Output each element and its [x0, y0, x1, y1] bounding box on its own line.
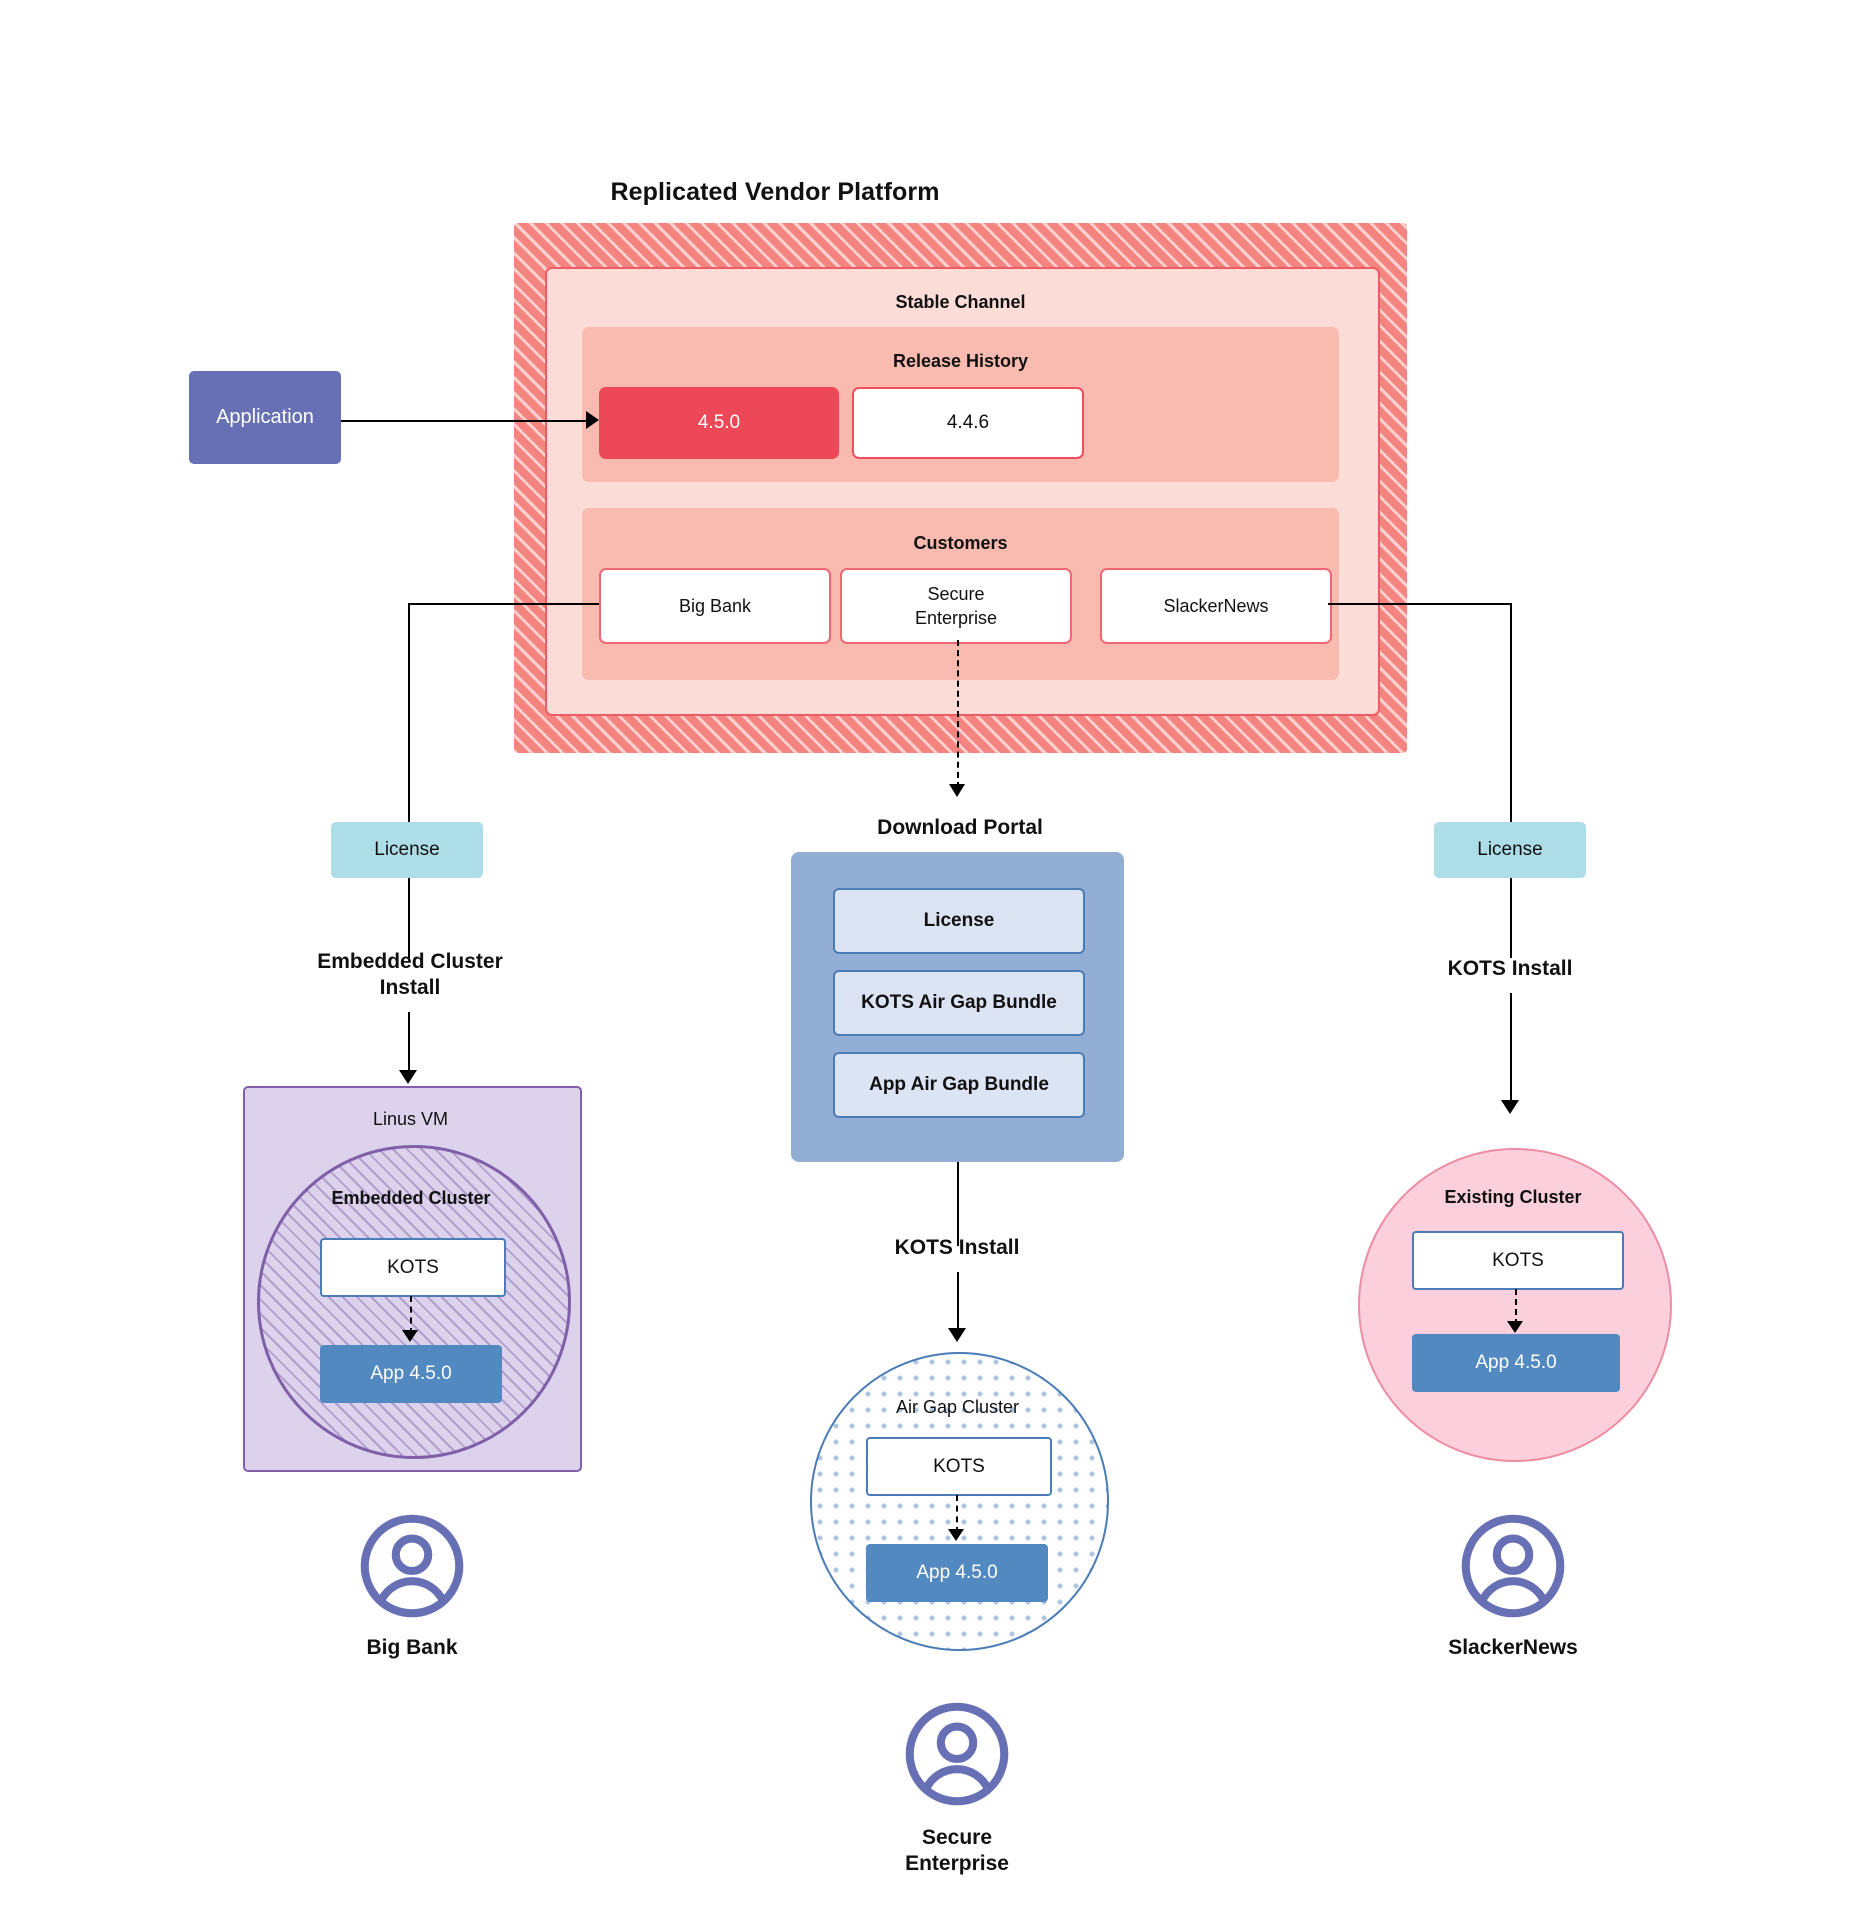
connector-secure-enterprise-dashed: [957, 640, 959, 788]
connector-bigbank-horizontal: [408, 603, 599, 605]
connector-right-install-down: [1510, 993, 1512, 1105]
customer-name-left: Big Bank: [366, 1635, 458, 1659]
customer-chip-slackernews[interactable]: SlackerNews: [1100, 568, 1332, 644]
customer-name-middle: Secure Enterprise: [905, 1825, 1009, 1875]
release-chip-current[interactable]: 4.5.0: [599, 387, 839, 459]
license-chip-right[interactable]: License: [1434, 822, 1586, 878]
customers-title: Customers: [913, 532, 1008, 553]
air-gap-cluster-title: Air Gap Cluster: [895, 1396, 1020, 1417]
existing-cluster-title: Existing Cluster: [1444, 1186, 1582, 1207]
connector-slackernews-vertical: [1510, 603, 1512, 822]
portal-item-license[interactable]: License: [833, 888, 1085, 954]
arrowhead-to-download-portal: [949, 784, 965, 797]
customer-chip-secure-enterprise[interactable]: Secure Enterprise: [840, 568, 1072, 644]
app-version-box-embedded[interactable]: App 4.5.0: [320, 1345, 502, 1403]
customer-name-right: SlackerNews: [1448, 1635, 1578, 1659]
customer-chip-big-bank[interactable]: Big Bank: [599, 568, 831, 644]
kots-box-existing[interactable]: KOTS: [1412, 1231, 1624, 1290]
kots-box-embedded[interactable]: KOTS: [320, 1238, 506, 1297]
license-chip-left[interactable]: License: [331, 822, 483, 878]
user-avatar-icon: [358, 1512, 466, 1620]
connector-application-to-release: [341, 420, 594, 422]
portal-item-app-air-gap-bundle[interactable]: App Air Gap Bundle: [833, 1052, 1085, 1118]
release-history-title: Release History: [892, 350, 1029, 371]
connector-slackernews-horizontal: [1328, 603, 1512, 605]
arrowhead-kots-to-app-embedded: [402, 1330, 418, 1342]
linux-vm-title: Linus VM: [372, 1108, 449, 1129]
arrowhead-kots-to-app-existing: [1507, 1321, 1523, 1333]
connector-left-install-down: [408, 1012, 410, 1076]
portal-item-kots-air-gap-bundle[interactable]: KOTS Air Gap Bundle: [833, 970, 1085, 1036]
application-box[interactable]: Application: [189, 371, 341, 464]
connector-kots-to-app-existing: [1515, 1289, 1517, 1325]
left-install-label: Embedded Cluster Install: [317, 949, 503, 999]
connector-bigbank-vertical: [408, 603, 410, 822]
arrowhead-left-to-vm: [399, 1070, 417, 1084]
stable-channel-title: Stable Channel: [895, 291, 1026, 312]
app-version-box-air-gap[interactable]: App 4.5.0: [866, 1544, 1048, 1602]
right-install-label: KOTS Install: [1447, 956, 1573, 980]
connector-left-license-down: [408, 878, 410, 958]
middle-install-label: KOTS Install: [894, 1235, 1020, 1259]
arrowhead-to-air-gap-cluster: [948, 1328, 966, 1342]
connector-kots-to-app-embedded: [410, 1296, 412, 1334]
embedded-cluster-title: Embedded Cluster: [331, 1187, 491, 1208]
app-version-box-existing[interactable]: App 4.5.0: [1412, 1334, 1620, 1392]
user-avatar-icon: [1459, 1512, 1567, 1620]
embedded-cluster-circle: [257, 1145, 571, 1459]
arrowhead-application-to-release: [586, 411, 599, 429]
diagram-title: Replicated Vendor Platform: [610, 177, 940, 206]
user-avatar-icon: [903, 1700, 1011, 1808]
arrowhead-to-existing-cluster: [1501, 1100, 1519, 1114]
connector-kots-to-app-air-gap: [956, 1495, 958, 1533]
download-portal-title: Download Portal: [877, 816, 1043, 839]
arrowhead-kots-to-app-air-gap: [948, 1529, 964, 1541]
kots-box-air-gap[interactable]: KOTS: [866, 1437, 1052, 1496]
release-chip-previous[interactable]: 4.4.6: [852, 387, 1084, 459]
connector-middle-install-down: [957, 1272, 959, 1334]
connector-right-license-down: [1510, 878, 1512, 958]
connector-portal-down: [957, 1162, 959, 1246]
